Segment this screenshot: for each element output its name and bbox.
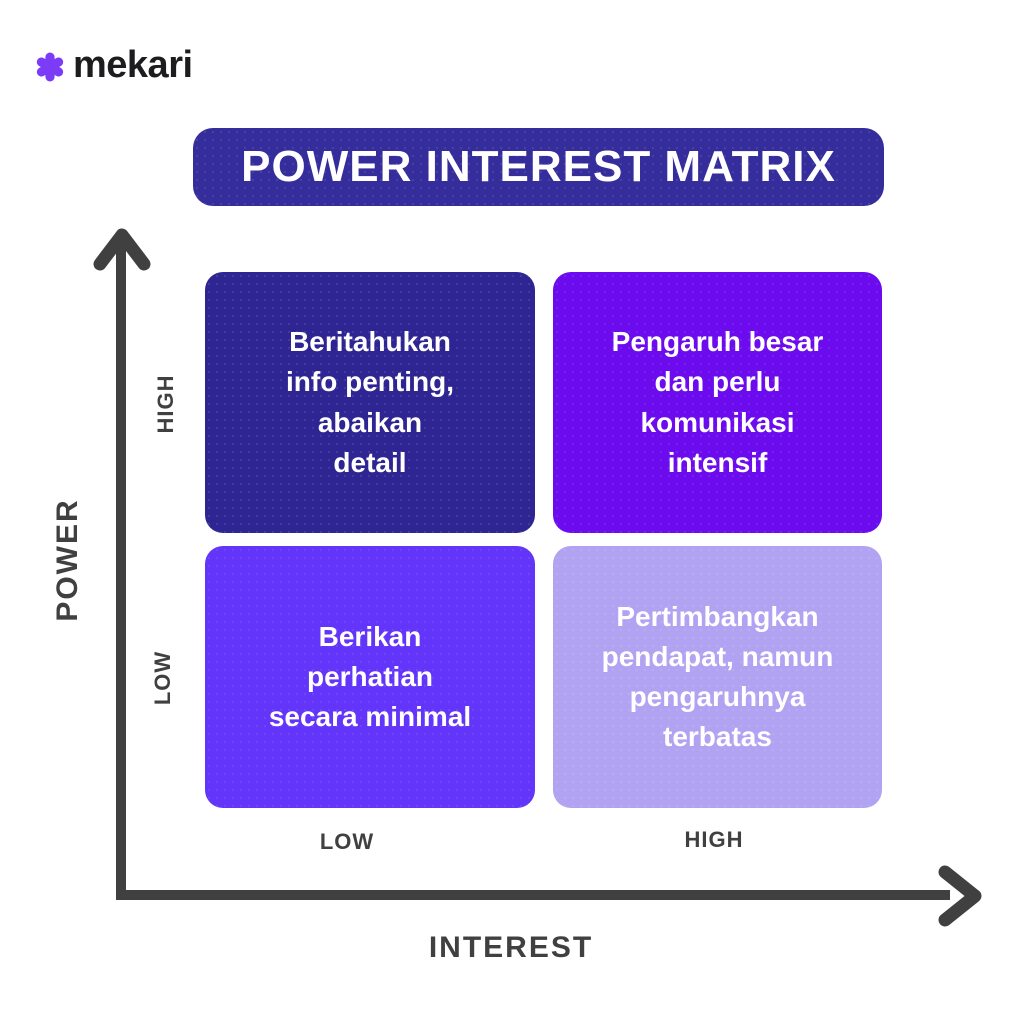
quadrant-text: Pertimbangkan pendapat, namun pengaruhny…	[601, 600, 834, 753]
quadrant-low-power-high-interest: Pertimbangkan pendapat, namun pengaruhny…	[553, 546, 882, 808]
quadrant-low-power-low-interest: Berikan perhatian secara minimal	[205, 546, 535, 808]
quadrant-text: Beritahukan info penting, abaikan detail	[286, 326, 454, 478]
x-axis-label: INTEREST	[428, 931, 594, 964]
quadrant-high-power-low-interest: Beritahukan info penting, abaikan detail	[205, 272, 535, 533]
mekari-logo-wordmark: mekari	[73, 44, 193, 86]
y-axis-tick-low: LOW	[150, 650, 175, 706]
y-axis-label: POWER	[51, 498, 84, 622]
quadrant-grid: Beritahukan info penting, abaikan detail…	[205, 272, 882, 808]
page-title: POWER INTEREST MATRIX	[241, 142, 836, 191]
y-axis-arrowhead-icon	[93, 228, 151, 271]
y-axis-tick-high: HIGH	[153, 374, 178, 434]
title-banner: POWER INTEREST MATRIX	[193, 128, 884, 206]
mekari-logo: mekari	[34, 46, 193, 88]
quadrant-high-power-high-interest: Pengaruh besar dan perlu komunikasi inte…	[553, 272, 882, 533]
mekari-logo-star-icon	[34, 51, 66, 83]
quadrant-text: Pengaruh besar dan perlu komunikasi inte…	[611, 326, 824, 478]
x-axis-tick-high: HIGH	[684, 827, 744, 852]
x-axis-tick-low: LOW	[319, 829, 375, 854]
quadrant-text: Berikan perhatian secara minimal	[268, 620, 472, 733]
x-axis-arrowhead-icon	[938, 865, 982, 927]
